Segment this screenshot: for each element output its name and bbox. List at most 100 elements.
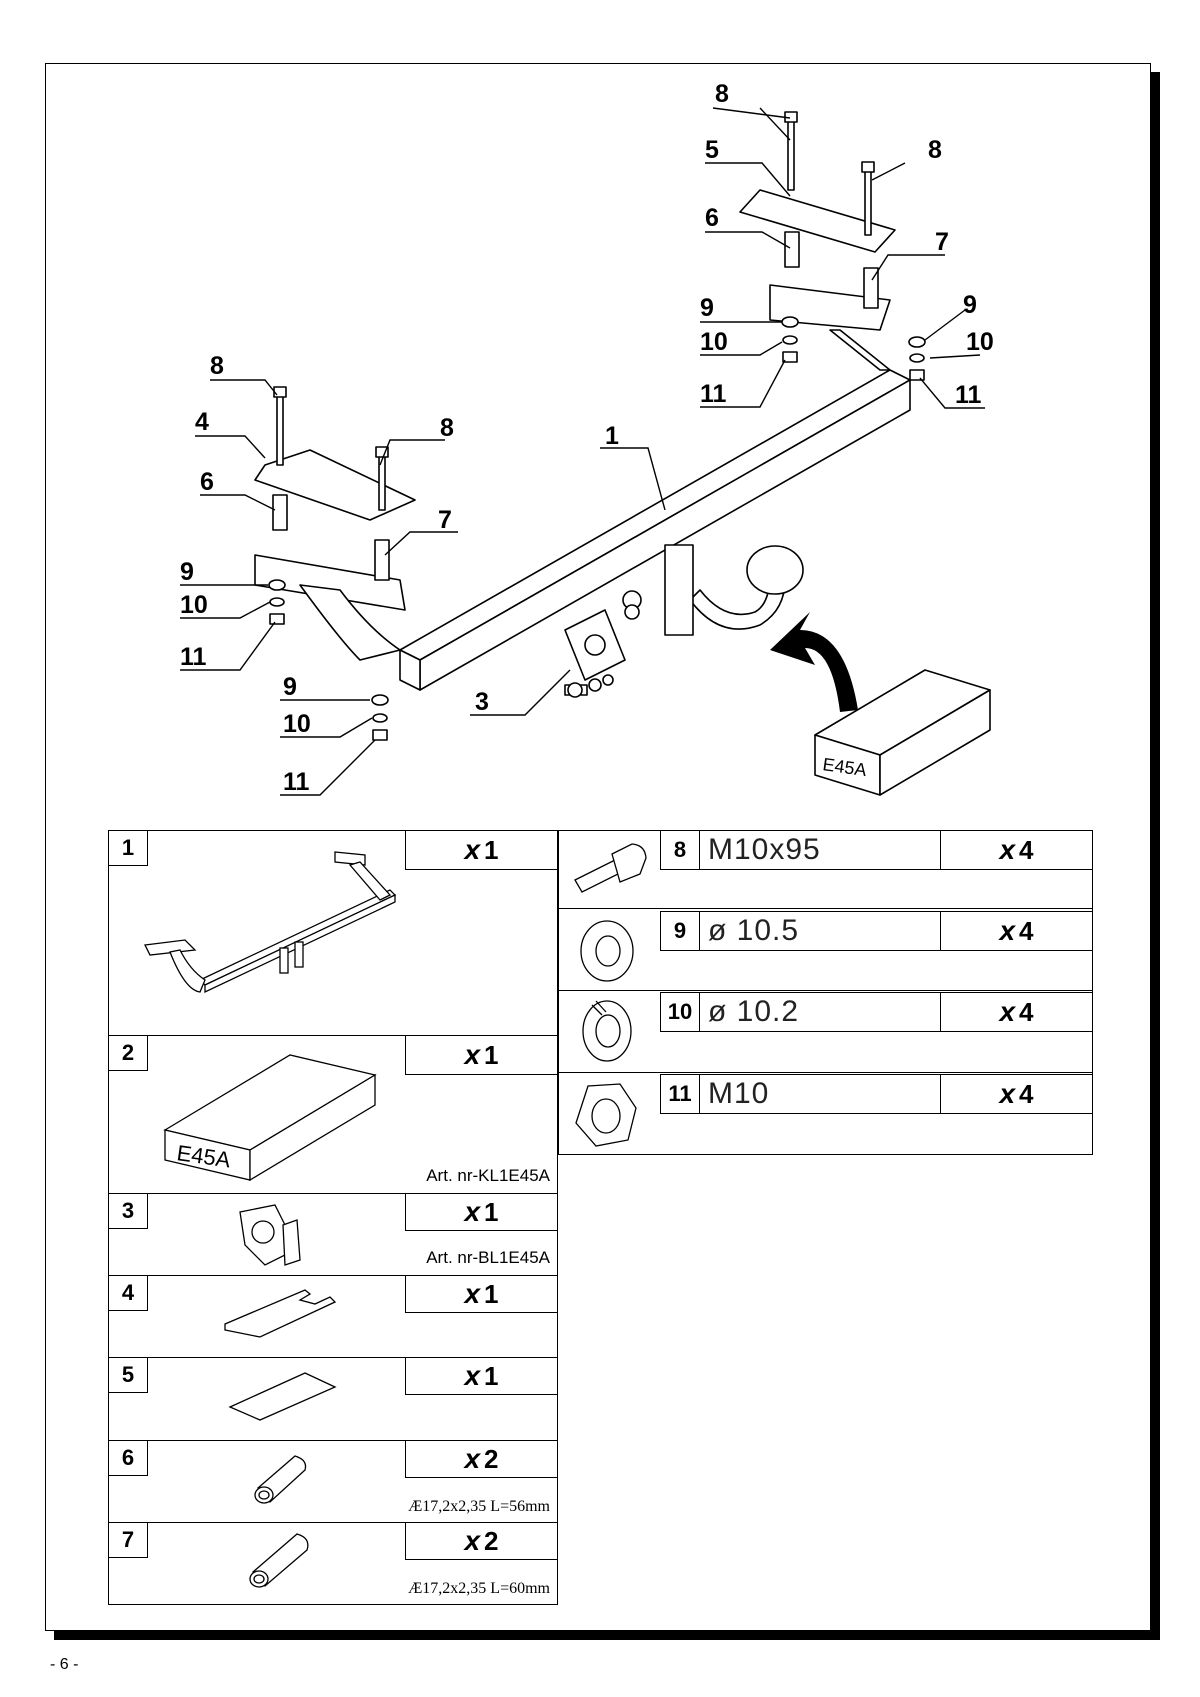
callout-6a: 6 — [705, 204, 719, 232]
tube-7a — [863, 267, 879, 309]
box-side — [879, 689, 991, 796]
part-num-1: 1 — [108, 830, 148, 866]
left-bracket-plate — [254, 554, 406, 611]
part-image-spring-washer — [582, 1000, 632, 1062]
callout-11b: 11 — [955, 381, 982, 409]
part-num-11: 11 — [660, 1074, 700, 1114]
part-image-crossbar — [144, 851, 397, 994]
part-num-7: 7 — [108, 1522, 148, 1558]
part-art-3: Art. nr-BL1E45A — [426, 1248, 550, 1267]
part-image-tube-7 — [249, 1533, 309, 1588]
row-divider-4 — [108, 1275, 558, 1276]
row-divider-3 — [108, 1193, 558, 1194]
part-spec-9: ø 10.5 — [699, 911, 941, 951]
row-divider-9 — [558, 908, 1093, 909]
part-image-nut — [575, 1083, 637, 1147]
part-image-bolt — [574, 843, 647, 893]
part-image-socket-plate — [239, 1204, 301, 1266]
part-num-8: 8 — [660, 830, 700, 870]
callout-9b: 9 — [963, 291, 977, 319]
part-spec-10: ø 10.2 — [699, 992, 941, 1032]
page-number: - 6 - — [50, 1656, 79, 1673]
callout-3: 3 — [475, 688, 489, 716]
bolt-8d-head — [375, 446, 389, 458]
callout-6b: 6 — [200, 468, 214, 496]
row-divider-2 — [108, 1035, 558, 1036]
row-divider-10 — [558, 990, 1093, 991]
bolt-8c-head — [273, 386, 287, 398]
bolt-8d — [378, 454, 386, 511]
part-image-plate-4 — [224, 1289, 337, 1338]
tube-6b — [272, 494, 288, 531]
part-dim-6: Æ17,2x2,35 L=56mm — [408, 1498, 550, 1515]
part-num-4: 4 — [108, 1275, 148, 1311]
crossbar-end-face — [399, 649, 421, 691]
part-art-2: Art. nr-KL1E45A — [426, 1166, 550, 1185]
part-dim-7: Æ17,2x2,35 L=60mm — [408, 1580, 550, 1597]
left-bracket-arm — [299, 584, 401, 661]
callout-9d: 9 — [283, 673, 297, 701]
part-num-6: 6 — [108, 1440, 148, 1476]
crossbar-front-face — [419, 379, 911, 691]
bolt-8b — [864, 169, 872, 236]
towball — [746, 545, 804, 595]
callout-9c: 9 — [180, 558, 194, 586]
part-num-2: 2 — [108, 1035, 148, 1071]
callout-7b: 7 — [438, 506, 452, 534]
part-num-10: 10 — [660, 992, 700, 1032]
part-image-washer — [580, 920, 634, 982]
tube-6a — [784, 231, 800, 268]
callout-7a: 7 — [935, 228, 949, 256]
part-num-5: 5 — [108, 1357, 148, 1393]
row-divider-6 — [108, 1440, 558, 1441]
right-bracket-plate — [769, 284, 891, 331]
callout-5: 5 — [705, 136, 719, 164]
callout-10c: 10 — [180, 591, 208, 619]
callout-9a: 9 — [700, 294, 714, 322]
bolt-8b-head — [861, 161, 875, 173]
part-spec-8: M10x95 — [699, 830, 941, 870]
callout-8d: 8 — [440, 414, 454, 442]
part-num-9: 9 — [660, 911, 700, 951]
bolt-8a — [787, 119, 795, 191]
plate-5 — [739, 189, 896, 253]
part-image-tube-6 — [254, 1455, 307, 1504]
install-arrow-icon — [770, 612, 858, 712]
row-divider-5 — [108, 1357, 558, 1358]
part-spec-11: M10 — [699, 1074, 941, 1114]
callout-10a: 10 — [700, 328, 728, 356]
callout-10d: 10 — [283, 710, 311, 738]
callout-8b: 8 — [928, 136, 942, 164]
bolt-8c — [276, 394, 284, 466]
callout-1: 1 — [605, 422, 619, 450]
callout-11c: 11 — [180, 643, 207, 671]
tube-7b — [374, 539, 390, 581]
callout-11d: 11 — [283, 768, 310, 796]
row-divider-11 — [558, 1072, 1093, 1073]
callout-10b: 10 — [966, 328, 994, 356]
crossbar-top-face — [399, 369, 911, 661]
part-image-plate-5 — [228, 1372, 337, 1421]
callout-4: 4 — [195, 408, 209, 436]
mount-plate — [664, 544, 694, 636]
row-divider-7 — [108, 1522, 558, 1523]
callout-11a: 11 — [700, 380, 727, 408]
part-num-3: 3 — [108, 1193, 148, 1229]
right-bracket-arm — [829, 329, 891, 371]
callout-8a: 8 — [715, 80, 729, 108]
plate-4 — [254, 449, 416, 521]
callout-8c: 8 — [210, 352, 224, 380]
part-image-kit-box: E45A — [163, 1054, 377, 1182]
